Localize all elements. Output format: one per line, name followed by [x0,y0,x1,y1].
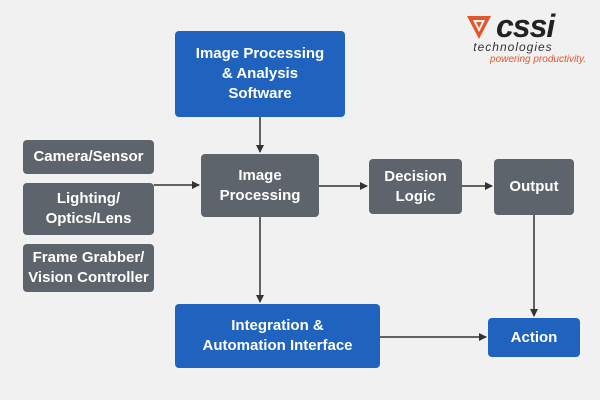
node-output: Output [494,159,574,215]
logo-wordmark: cssi [496,8,555,44]
node-image-processing: Image Processing [201,154,319,217]
node-software: Image Processing & Analysis Software [175,31,345,117]
node-camera: Camera/Sensor [23,140,154,174]
cssi-logo-mark-icon [467,16,491,39]
logo-subtitle: technologies [473,40,553,54]
cssi-logo: cssi technologies powering productivity. [462,8,592,68]
node-frame-grabber: Frame Grabber/ Vision Controller [23,244,154,292]
node-lighting: Lighting/ Optics/Lens [23,183,154,235]
logo-tagline: powering productivity. [490,54,586,65]
node-decision-logic: Decision Logic [369,159,462,214]
node-action: Action [488,318,580,357]
node-integration: Integration & Automation Interface [175,304,380,368]
